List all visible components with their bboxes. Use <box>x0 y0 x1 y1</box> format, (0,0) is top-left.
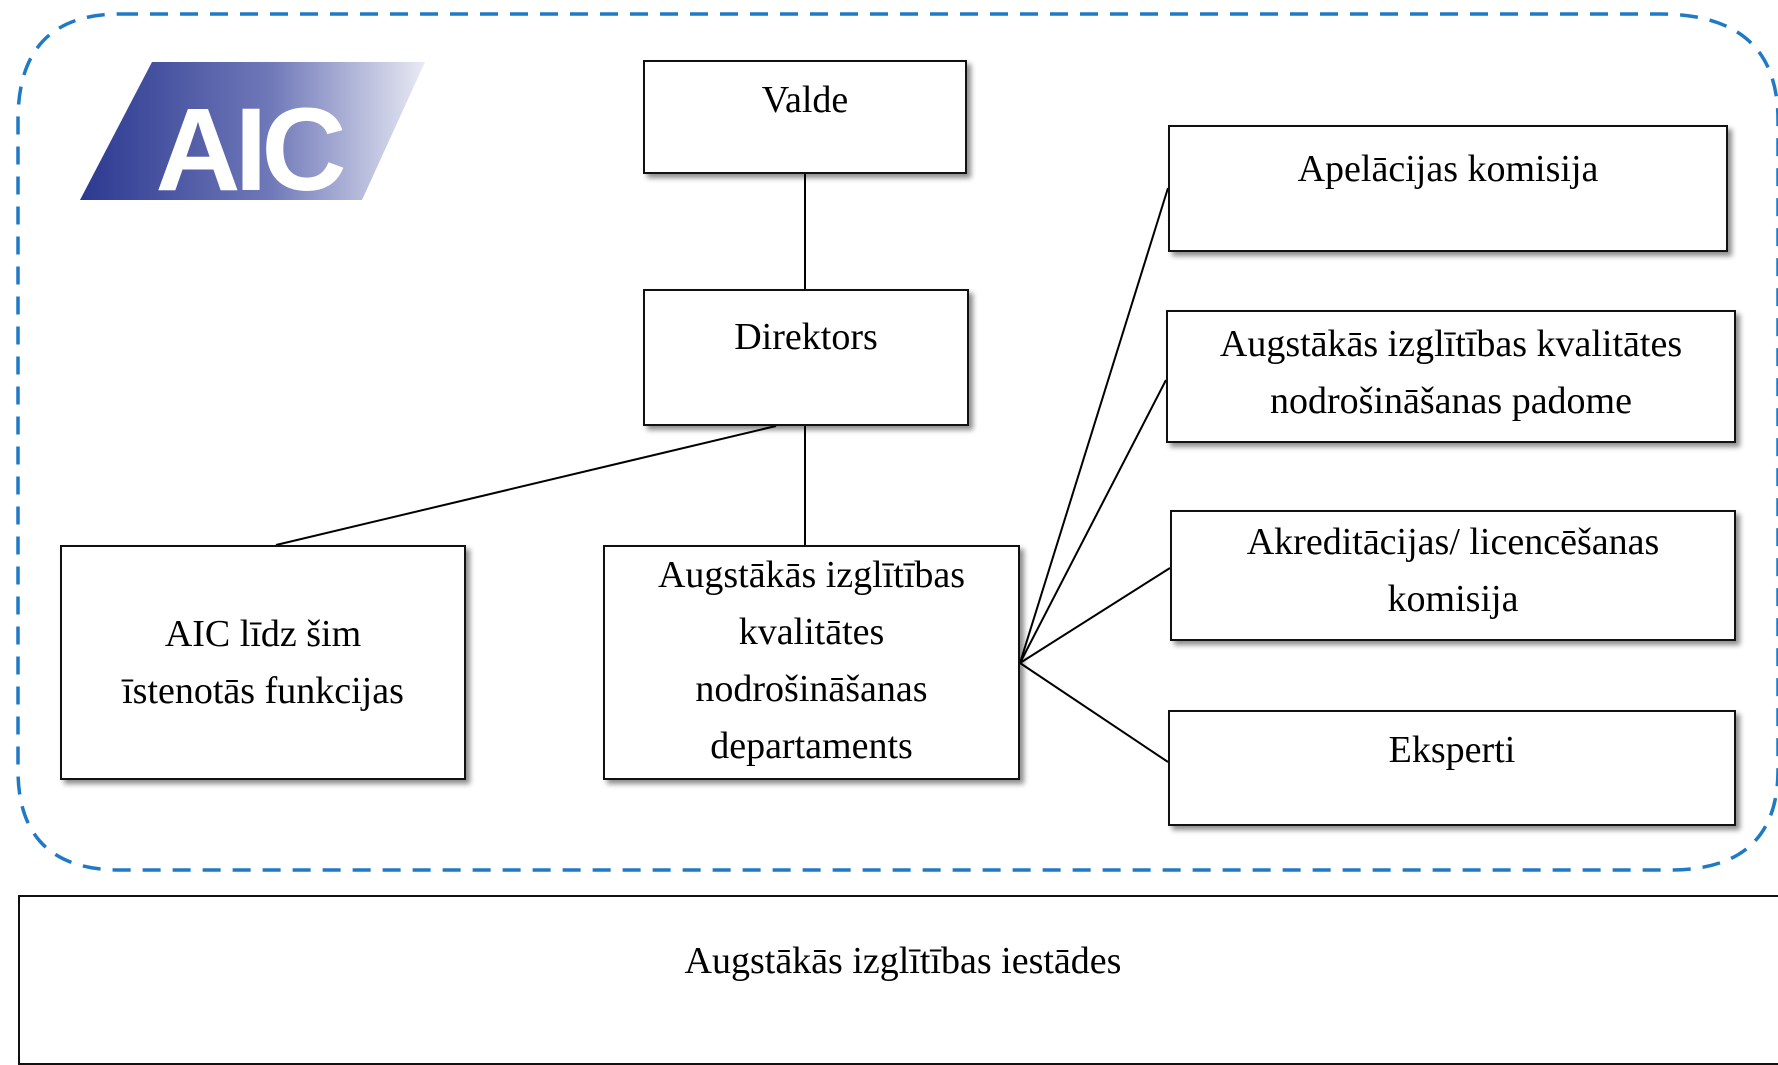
node-experts-label: Eksperti <box>1388 729 1516 771</box>
node-accreditation-commission: Akreditācijas/ licencēšanas komisija <box>1170 510 1736 641</box>
node-direktors-label: Direktors <box>734 316 878 358</box>
node-quality-department-line-3: nodrošināšanas <box>695 668 928 710</box>
node-quality-department-line-1: Augstākās izglītības <box>657 554 966 596</box>
node-direktors: Direktors <box>643 289 969 426</box>
node-aic-functions: AIC līdz šim īstenotās funkcijas <box>60 545 466 780</box>
node-higher-education-institutions: Augstākās izglītības iestādes <box>18 895 1778 1065</box>
node-quality-council-line-1: Augstākās izglītības kvalitātes <box>1219 323 1683 365</box>
node-quality-department-line-4: departaments <box>710 725 913 767</box>
connector-department-council <box>1019 379 1167 664</box>
node-quality-council-line-2: nodrošināšanas padome <box>1270 380 1632 422</box>
node-appeals-commission-label: Apelācijas komisija <box>1297 148 1599 190</box>
aic-logo: AIC <box>80 62 425 205</box>
node-accreditation-commission-line-1: Akreditācijas/ licencēšanas <box>1246 521 1660 563</box>
connector-direktors-aic-functions <box>275 425 777 546</box>
connector-department-appeals <box>1019 187 1169 664</box>
node-higher-education-institutions-label: Augstākās izglītības iestādes <box>684 940 1122 982</box>
connector-department-accreditation <box>1019 567 1171 664</box>
node-aic-functions-line-2: īstenotās funkcijas <box>122 669 404 712</box>
aic-boundary <box>16 12 1778 872</box>
node-valde: Valde <box>643 60 967 174</box>
node-quality-council: Augstākās izglītības kvalitātes nodrošin… <box>1166 310 1736 443</box>
node-quality-department: Augstākās izglītības kvalitātes nodrošin… <box>603 545 1020 780</box>
connector-department-experts <box>1019 662 1169 763</box>
node-aic-functions-line-1: AIC līdz šim <box>164 612 362 655</box>
node-accreditation-commission-line-2: komisija <box>1387 578 1519 620</box>
node-quality-department-line-2: kvalitātes <box>738 611 885 653</box>
node-appeals-commission: Apelācijas komisija <box>1168 125 1728 252</box>
node-valde-label: Valde <box>761 79 849 121</box>
logo-text: AIC <box>155 84 343 205</box>
node-experts: Eksperti <box>1168 710 1736 826</box>
